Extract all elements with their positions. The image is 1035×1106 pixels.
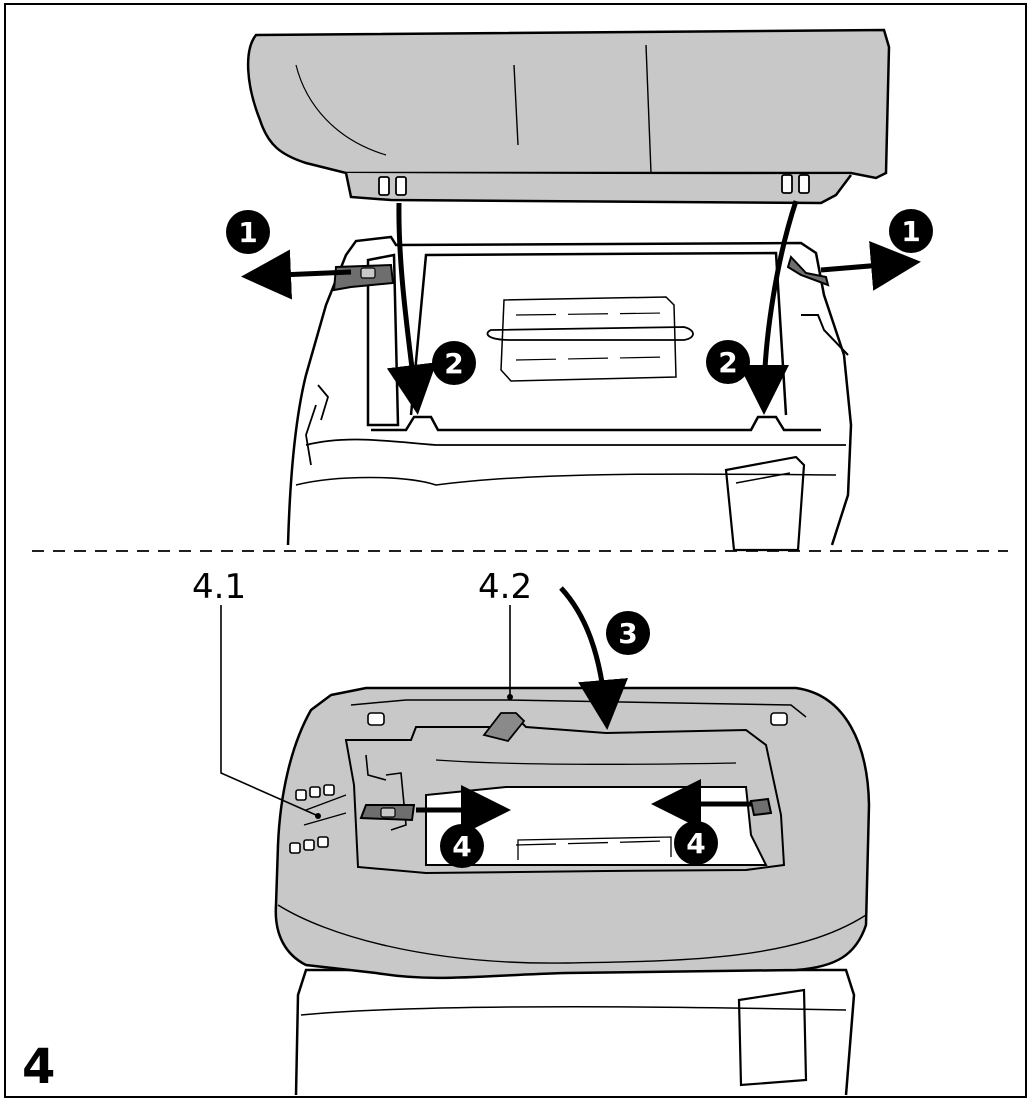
left-tab-slot: [360, 267, 376, 279]
step-2-badge-right: 2: [706, 340, 750, 384]
arrow-step-2-right: [739, 200, 799, 415]
svg-text:2: 2: [444, 347, 463, 380]
top-panel: 1 1 2 2: [226, 28, 933, 552]
step-1-badge-left: 1: [226, 210, 270, 254]
svg-text:4: 4: [686, 827, 705, 860]
step-1-badge-right: 1: [889, 209, 933, 253]
side-vents-4-1: [289, 784, 335, 854]
base-unit-bottom: [294, 968, 856, 1096]
svg-text:4: 4: [452, 830, 471, 863]
callout-line-4-1: [220, 605, 317, 816]
lid-hooks-left: [378, 176, 407, 196]
assembled-lid: [274, 686, 871, 980]
step-4-badge-left: 4: [440, 824, 484, 868]
right-release-tab: [786, 255, 830, 287]
assembly-diagram: 1 1 2 2: [22, 28, 1008, 1096]
diagram-frame: 1 1 2 2: [4, 3, 1027, 1098]
bottom-panel: 3 4 4 4.1 4.2: [192, 567, 871, 1096]
svg-text:1: 1: [901, 215, 920, 248]
step-4-badge-right: 4: [674, 821, 718, 865]
arrow-step-1-right: [820, 240, 921, 291]
lid-hooks-right: [781, 174, 810, 194]
arrow-step-3: [559, 586, 628, 730]
center-hook-4-2: [482, 712, 526, 743]
step-3-badge: 3: [606, 611, 650, 655]
svg-text:1: 1: [238, 216, 257, 249]
callout-label-4-1: 4.1: [192, 567, 246, 607]
svg-text:3: 3: [618, 617, 637, 650]
base-unit-top: [286, 235, 853, 552]
figure-number: 4: [22, 1039, 55, 1095]
lid: [246, 28, 891, 205]
step-2-badge-left: 2: [432, 341, 476, 385]
right-slide-tab: [749, 797, 773, 817]
arrow-step-1-left: [241, 249, 352, 300]
svg-text:2: 2: [718, 346, 737, 379]
arrow-step-2-left: [386, 202, 437, 415]
callout-label-4-2: 4.2: [478, 567, 532, 607]
